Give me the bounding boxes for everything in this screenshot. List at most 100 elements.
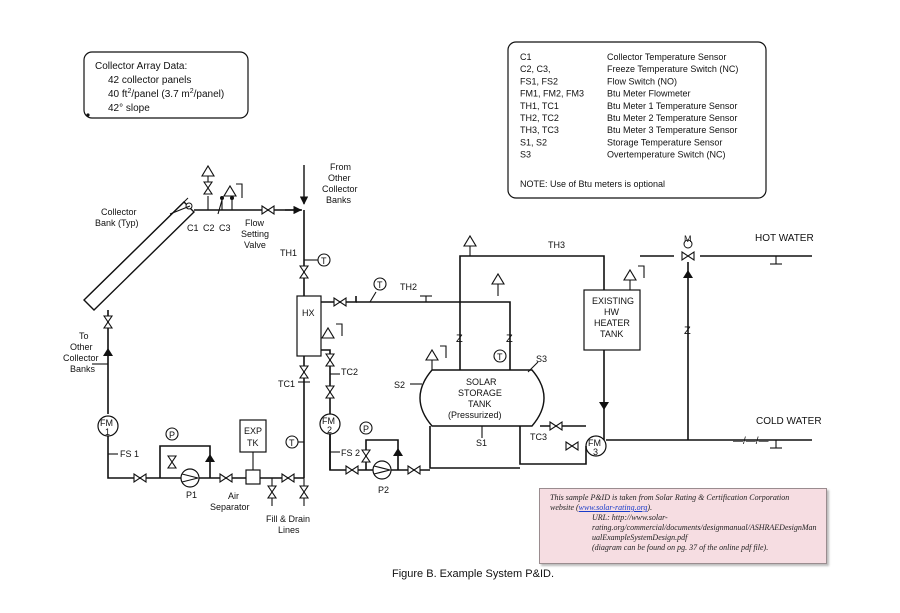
fm1-label: FM — [100, 418, 113, 428]
heat-exchanger — [296, 295, 322, 357]
legend-code: C2, C3, — [520, 64, 551, 74]
legend-description: Freeze Temperature Switch (NC) — [607, 64, 738, 74]
legend-description: Btu Meter 3 Temperature Sensor — [607, 125, 737, 135]
solar-tank-label-2: STORAGE — [458, 388, 502, 398]
legend-description: Storage Temperature Sensor — [607, 137, 722, 147]
check-valve-4: —/—/— — [733, 436, 769, 447]
note-line5: ualExampleSystemDesign.pdf — [592, 533, 688, 542]
check-valve-3: Z — [684, 325, 691, 337]
legend-description: Flow Switch (NO) — [607, 76, 677, 86]
legend-code: C1 — [520, 52, 532, 62]
hot-water-label: HOT WATER — [755, 233, 814, 244]
c3-label: C3 — [219, 223, 231, 233]
air-separator — [245, 469, 261, 485]
tc1-label: TC1 — [278, 379, 295, 389]
legend-code: S3 — [520, 150, 531, 160]
legend-code: FS1, FS2 — [520, 76, 558, 86]
legend-code: S1, S2 — [520, 137, 547, 147]
legend-description: Btu Meter Flowmeter — [607, 89, 691, 99]
from-other-label-4: Banks — [326, 195, 352, 205]
p1-gauge-label: P — [169, 430, 175, 440]
collector-array-line1: 42 collector panels — [108, 75, 191, 86]
th1-label: TH1 — [280, 248, 297, 258]
figure-caption: Figure B. Example System P&ID. — [392, 568, 554, 580]
note-line3: URL: http://www.solar- — [592, 513, 668, 522]
check-valve-1: Z — [456, 333, 463, 345]
th2-label: TH2 — [400, 282, 417, 292]
solar-tank-label-1: SOLAR — [466, 377, 497, 387]
s3-label: S3 — [536, 354, 547, 364]
pump-p2 — [372, 460, 392, 480]
solar-storage-tank: SOLAR STORAGE TANK (Pressurized) — [419, 369, 545, 427]
from-other-label-2: Other — [328, 173, 351, 183]
pump-p1 — [180, 468, 200, 488]
legend-code: TH2, TC2 — [520, 113, 559, 123]
fs1-label: FS 1 — [120, 449, 139, 459]
fm3-number: 3 — [593, 447, 598, 457]
flow-setting-label-1: Flow — [245, 218, 265, 228]
existing-label-1: EXISTING — [592, 296, 634, 306]
existing-label-2: HW — [604, 307, 619, 317]
m-label: M — [684, 234, 692, 244]
note-line2: website (www.solar-rating.org). — [550, 503, 653, 512]
collector-panel — [83, 197, 195, 311]
legend-code: TH3, TC3 — [520, 125, 559, 135]
legend-code: FM1, FM2, FM3 — [520, 89, 584, 99]
exp-tk-label-2: TK — [247, 438, 259, 448]
collector-array-box: Collector Array Data: 42 collector panel… — [83, 51, 249, 119]
collector-bank-label-1: Collector — [101, 207, 137, 217]
th3-label: TH3 — [548, 240, 565, 250]
existing-label-3: HEATER — [594, 318, 630, 328]
note-line4: rating.org/commercial/documents/designma… — [592, 523, 817, 532]
note-line6: (diagram can be found on pg. 37 of the o… — [592, 543, 769, 552]
from-other-label-1: From — [330, 162, 351, 172]
c1-label: C1 — [187, 223, 199, 233]
legend-description: Btu Meter 2 Temperature Sensor — [607, 113, 737, 123]
source-note: This sample P&ID is taken from Solar Rat… — [539, 488, 827, 564]
th2-t-label: T — [377, 280, 383, 290]
fm1-number: 1 — [105, 427, 110, 437]
fill-drain-label-1: Fill & Drain — [266, 514, 310, 524]
solar-tank-label-4: (Pressurized) — [448, 410, 502, 420]
tc1-t-label: T — [289, 438, 295, 448]
s1-label: S1 — [476, 438, 487, 448]
tank-t-label: T — [497, 352, 503, 362]
flow-setting-label-2: Setting — [241, 229, 269, 239]
collector-bank-label-2: Bank (Typ) — [95, 218, 139, 228]
hx-label: HX — [302, 308, 315, 318]
to-other-label-1: To — [79, 331, 89, 341]
fill-drain-label-2: Lines — [278, 525, 300, 535]
to-other-label-4: Banks — [70, 364, 96, 374]
exp-tk-label-1: EXP — [244, 426, 262, 436]
existing-label-4: TANK — [600, 329, 623, 339]
legend-description: Btu Meter 1 Temperature Sensor — [607, 101, 737, 111]
solar-tank-label-3: TANK — [468, 399, 491, 409]
p2-gauge-label: P — [363, 424, 369, 434]
note-line1: This sample P&ID is taken from Solar Rat… — [550, 493, 790, 502]
tc3-label: TC3 — [530, 432, 547, 442]
fm2-label: FM — [322, 416, 335, 426]
legend-description: Overtemperature Switch (NC) — [607, 150, 726, 160]
c2-label: C2 — [203, 223, 215, 233]
to-other-label-2: Other — [70, 342, 93, 352]
legend-code: TH1, TC1 — [520, 101, 559, 111]
air-separator-label-2: Separator — [210, 502, 250, 512]
flow-setting-label-3: Valve — [244, 240, 266, 250]
fm3-label: FM — [588, 438, 601, 448]
collector-array-line3: 42° slope — [108, 103, 150, 114]
collector-array-title: Collector Array Data: — [95, 61, 187, 72]
legend-description: Collector Temperature Sensor — [607, 52, 726, 62]
p2-label: P2 — [378, 485, 389, 495]
s2-label: S2 — [394, 380, 405, 390]
from-other-label-3: Collector — [322, 184, 358, 194]
fm2-number: 2 — [327, 425, 332, 435]
solar-rating-link[interactable]: www.solar-rating.org — [578, 503, 648, 512]
tc2-label: TC2 — [341, 367, 358, 377]
check-valve-2: Z — [506, 333, 513, 345]
cold-water-label: COLD WATER — [756, 416, 822, 427]
p1-label: P1 — [186, 490, 197, 500]
